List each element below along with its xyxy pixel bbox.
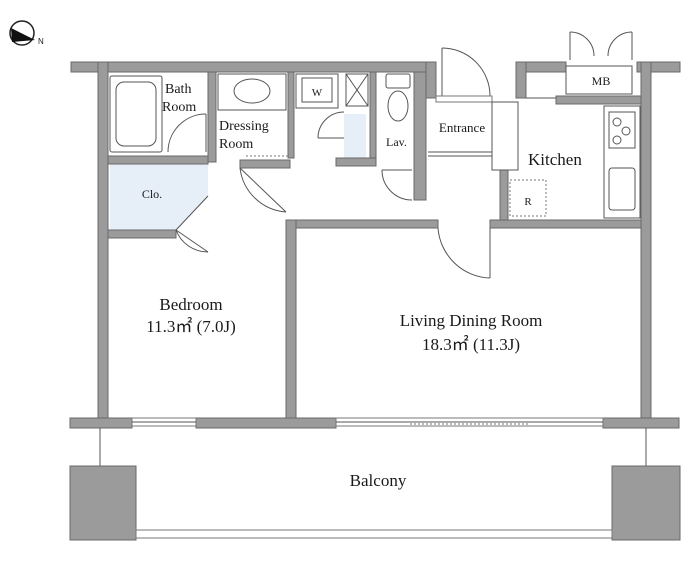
fridge-space xyxy=(509,179,547,217)
kitchen-counter xyxy=(603,105,641,219)
bath-label-line2: Room xyxy=(162,100,196,115)
dressing-label-line2: Room xyxy=(219,137,253,152)
shaft-box xyxy=(345,73,369,107)
living-area: 18.3㎡ (11.3J) xyxy=(422,335,520,354)
bathtub xyxy=(109,75,163,153)
dressing-label-line1: Dressing xyxy=(219,119,269,134)
bedroom-area: 11.3㎡ (7.0J) xyxy=(146,317,236,336)
north-label: N xyxy=(38,37,44,46)
meter-box xyxy=(565,31,633,95)
svg-text:Bath Room: Bath Room xyxy=(162,82,196,115)
fridge-label: R xyxy=(524,196,532,208)
balcony xyxy=(69,428,681,541)
walls xyxy=(69,61,681,429)
mb-label: MB xyxy=(592,74,611,88)
windows xyxy=(131,417,604,427)
washer-label: W xyxy=(312,87,323,99)
bedroom-name: Bedroom xyxy=(159,295,222,314)
kitchen-label: Kitchen xyxy=(528,150,582,169)
toilet xyxy=(385,73,411,122)
north-arrow-icon: N xyxy=(9,20,44,46)
closet-area xyxy=(110,164,208,230)
entrance-label: Entrance xyxy=(439,120,485,135)
balcony-label: Balcony xyxy=(350,471,407,490)
bath-label-line1: Bath xyxy=(165,82,191,97)
shoe-cabinet xyxy=(491,101,519,171)
closet-label: Clo. xyxy=(142,187,162,201)
svg-text:Dressing Room: Dressing Room xyxy=(219,119,272,152)
living-name: Living Dining Room xyxy=(400,311,543,330)
storage-area xyxy=(344,114,366,158)
lav-label: Lav. xyxy=(386,135,407,149)
